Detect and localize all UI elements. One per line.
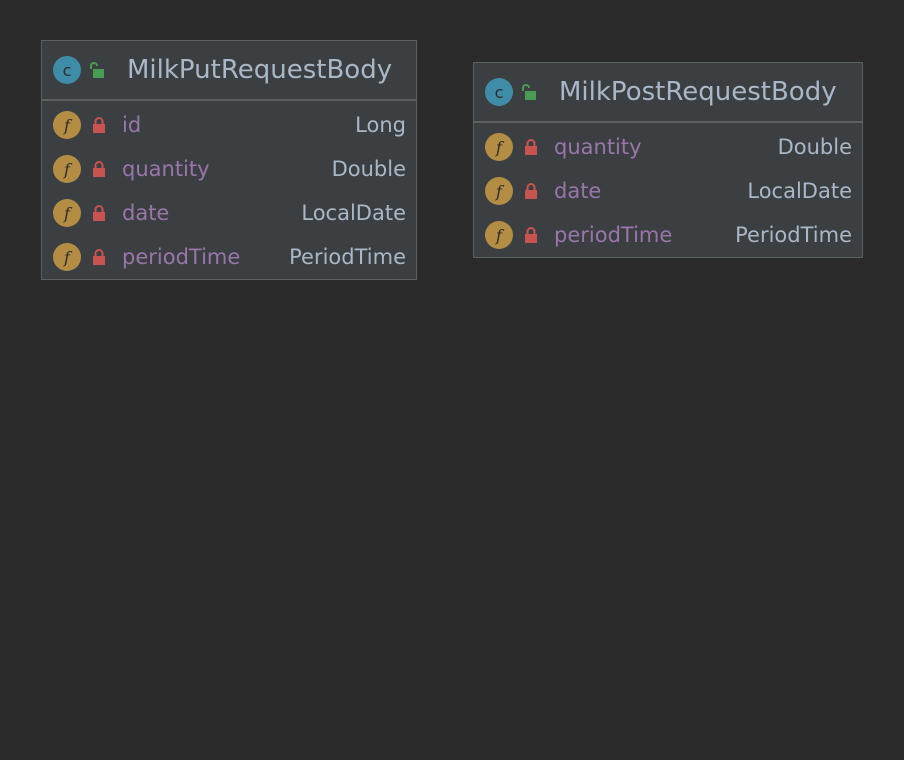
field-type: Double — [331, 157, 406, 181]
field-type: PeriodTime — [289, 245, 406, 269]
field-row-date[interactable]: f date LocalDate — [474, 169, 862, 213]
field-name: periodTime — [554, 223, 673, 247]
field-row-date[interactable]: f date LocalDate — [42, 191, 416, 235]
class-header: c MilkPutRequestBody — [42, 41, 416, 101]
field-icon: f — [485, 177, 513, 205]
class-node-milk-put-request-body[interactable]: c MilkPutRequestBody f id Long f quantit… — [41, 40, 417, 280]
field-type: Double — [777, 135, 852, 159]
field-icon: f — [53, 199, 81, 227]
private-lock-icon — [93, 205, 105, 221]
field-name: quantity — [122, 157, 210, 181]
field-row-quantity[interactable]: f quantity Double — [474, 125, 862, 169]
private-lock-icon — [93, 161, 105, 177]
private-lock-icon — [93, 117, 105, 133]
private-lock-icon — [525, 183, 537, 199]
class-node-milk-post-request-body[interactable]: c MilkPostRequestBody f quantity Double … — [473, 62, 863, 258]
field-type: PeriodTime — [735, 223, 852, 247]
field-name: quantity — [554, 135, 642, 159]
field-name: id — [122, 113, 142, 137]
class-name: MilkPutRequestBody — [127, 55, 393, 85]
field-row-period-time[interactable]: f periodTime PeriodTime — [474, 213, 862, 257]
field-type: LocalDate — [747, 179, 852, 203]
field-icon: f — [53, 155, 81, 183]
field-row-id[interactable]: f id Long — [42, 103, 416, 147]
field-type: LocalDate — [301, 201, 406, 225]
field-name: date — [554, 179, 602, 203]
private-lock-icon — [525, 139, 537, 155]
field-type: Long — [355, 113, 406, 137]
field-row-quantity[interactable]: f quantity Double — [42, 147, 416, 191]
field-icon: f — [53, 243, 81, 271]
public-unlocked-icon — [90, 62, 104, 78]
class-header: c MilkPostRequestBody — [474, 63, 862, 123]
public-unlocked-icon — [522, 84, 536, 100]
field-name: date — [122, 201, 170, 225]
private-lock-icon — [525, 227, 537, 243]
field-list: f quantity Double f date LocalDate f per… — [474, 123, 862, 257]
field-icon: f — [485, 221, 513, 249]
class-icon: c — [485, 78, 513, 106]
field-icon: f — [485, 133, 513, 161]
field-icon: f — [53, 111, 81, 139]
field-name: periodTime — [122, 245, 241, 269]
field-list: f id Long f quantity Double f date L — [42, 101, 416, 279]
class-icon: c — [53, 56, 81, 84]
class-name: MilkPostRequestBody — [559, 77, 837, 107]
private-lock-icon — [93, 249, 105, 265]
field-row-period-time[interactable]: f periodTime PeriodTime — [42, 235, 416, 279]
